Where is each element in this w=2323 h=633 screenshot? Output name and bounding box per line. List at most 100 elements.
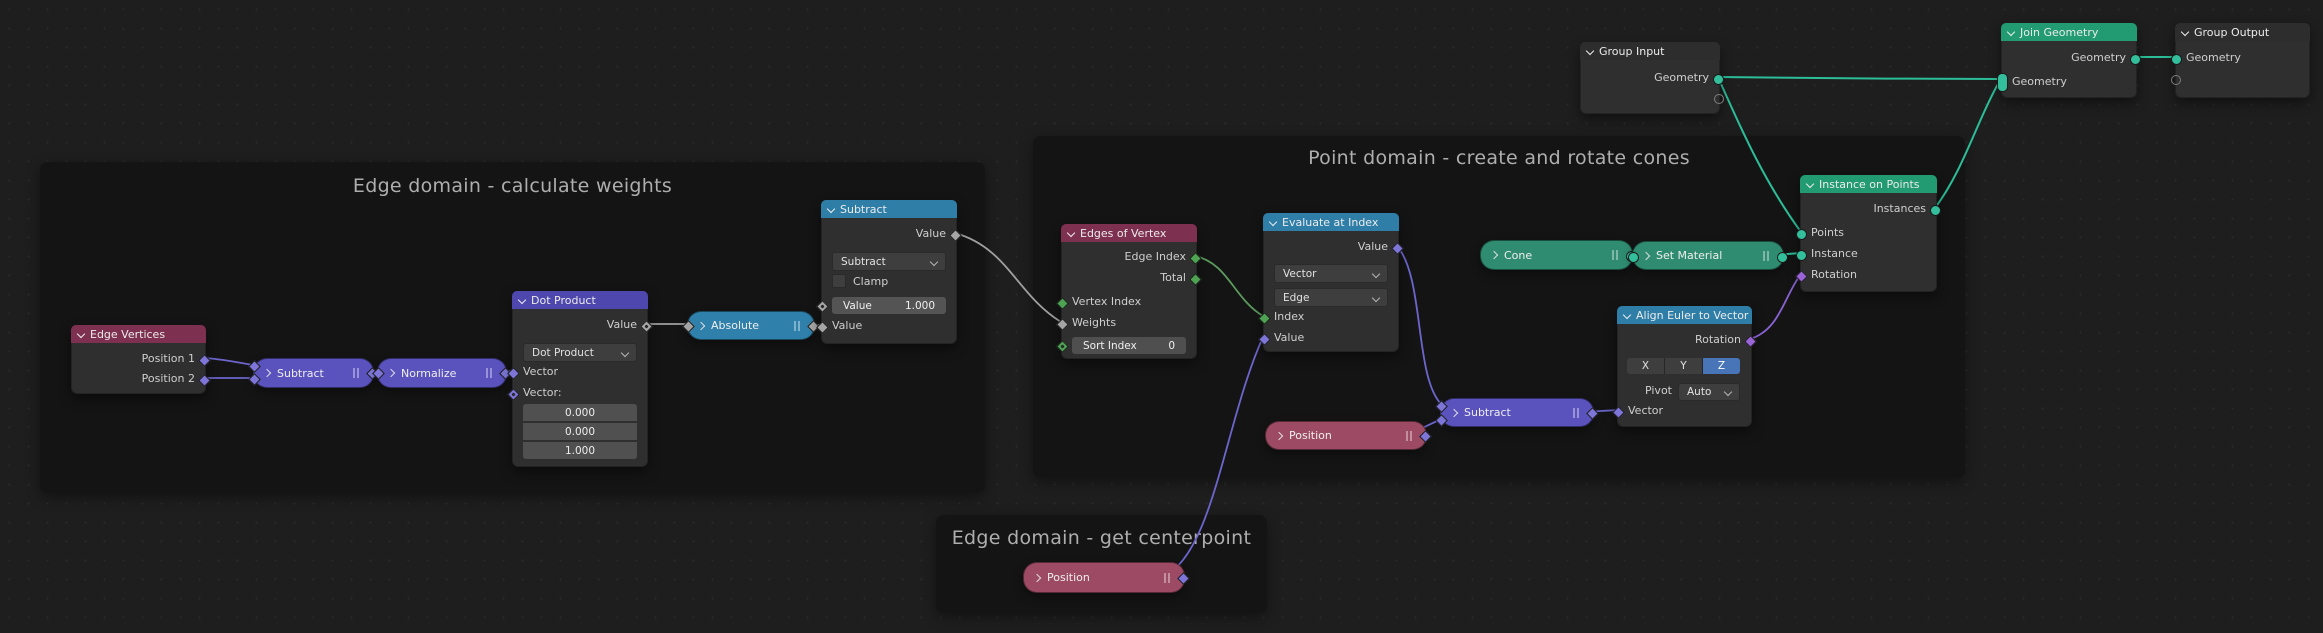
- collapse-chevron-icon[interactable]: [517, 295, 527, 305]
- input-value-label: Value: [832, 319, 863, 332]
- node-normalize-collapsed[interactable]: Normalize: [372, 358, 512, 388]
- input-vector-b-label: Vector:: [523, 386, 562, 399]
- socket-virtual-output[interactable]: [1714, 94, 1724, 104]
- node-title: Normalize: [401, 366, 457, 380]
- frame-title: Edge domain - get centerpoint: [951, 527, 1252, 549]
- pivot-dropdown[interactable]: Auto: [1678, 383, 1740, 401]
- expand-icon[interactable]: [1274, 431, 1284, 440]
- node-dot-product[interactable]: Dot Product Value Dot Product Vector Vec…: [507, 291, 653, 467]
- expand-icon[interactable]: [1641, 251, 1651, 260]
- data-type-value: Vector: [1283, 267, 1317, 280]
- socket-geometry-multi-input[interactable]: [1997, 73, 2008, 92]
- wire-groupinput-points: [1717, 76, 1802, 233]
- frame-edge-center[interactable]: Edge domain - get centerpoint: [936, 515, 1267, 613]
- node-title: Position: [1047, 571, 1090, 584]
- node-join-geometry[interactable]: Join Geometry Geometry Geometry: [1997, 23, 2141, 98]
- chevron-down-icon: [620, 348, 630, 357]
- node-position-edge-collapsed[interactable]: Position: [1023, 562, 1190, 593]
- node-group-input[interactable]: Group Input Geometry: [1580, 42, 1724, 114]
- pivot-value: Auto: [1687, 386, 1712, 398]
- node-title: Subtract: [1464, 406, 1511, 419]
- node-set-material-collapsed[interactable]: Set Material: [1628, 241, 1788, 270]
- vector-y-field[interactable]: 0.000: [523, 423, 637, 440]
- node-edges-of-vertex[interactable]: Edges of Vertex Edge Index Total Vertex …: [1056, 224, 1202, 359]
- axis-y-button[interactable]: Y: [1665, 358, 1702, 374]
- wire-evaluate-subtract: [1396, 245, 1443, 406]
- hidden-sockets-indicator: [486, 368, 488, 378]
- wire-position-evaluate: [1162, 336, 1264, 578]
- input-vector-label: Vector: [1628, 404, 1664, 417]
- hidden-sockets-indicator: [353, 368, 355, 378]
- collapse-chevron-icon[interactable]: [1066, 228, 1076, 238]
- axis-x-button[interactable]: X: [1627, 358, 1664, 374]
- socket-geometry-input[interactable]: [1628, 251, 1639, 263]
- node-header[interactable]: Align Euler to Vector: [1617, 306, 1752, 324]
- node-instance-on-points[interactable]: Instance on Points Instances Points Inst…: [1795, 175, 1941, 292]
- socket-virtual-input[interactable]: [2171, 75, 2181, 85]
- socket-geometry-output[interactable]: [1713, 73, 1724, 85]
- vector-x-field[interactable]: 0.000: [523, 404, 637, 421]
- expand-icon[interactable]: [262, 368, 272, 378]
- output-edge-index-label: Edge Index: [1124, 250, 1186, 263]
- collapse-chevron-icon[interactable]: [1585, 46, 1595, 56]
- collapse-chevron-icon[interactable]: [1622, 310, 1632, 320]
- node-title: Subtract: [277, 366, 324, 380]
- expand-icon[interactable]: [1449, 408, 1459, 417]
- node-subtract-vector-2-collapsed[interactable]: Subtract: [1435, 398, 1599, 427]
- node-absolute-collapsed[interactable]: Absolute: [682, 311, 820, 340]
- wire-subtract-weights: [954, 232, 1062, 323]
- vector-z-field[interactable]: 1.000: [523, 442, 637, 459]
- node-header[interactable]: Edges of Vertex: [1061, 224, 1197, 242]
- collapse-chevron-icon[interactable]: [1268, 217, 1278, 227]
- node-header[interactable]: Group Input: [1580, 42, 1720, 60]
- node-header[interactable]: Edge Vertices: [71, 325, 206, 343]
- operation-dropdown[interactable]: Subtract: [832, 252, 946, 271]
- expand-icon[interactable]: [1489, 250, 1499, 260]
- domain-dropdown[interactable]: Edge: [1274, 288, 1388, 307]
- socket-geometry-output[interactable]: [2130, 53, 2141, 65]
- socket-points-input[interactable]: [1796, 228, 1807, 240]
- hidden-sockets-indicator: [1763, 250, 1765, 261]
- node-header[interactable]: Subtract: [821, 200, 957, 218]
- expand-icon[interactable]: [1032, 573, 1042, 582]
- node-header[interactable]: Evaluate at Index: [1263, 213, 1399, 231]
- collapse-chevron-icon[interactable]: [2006, 27, 2016, 37]
- collapse-chevron-icon[interactable]: [826, 204, 836, 214]
- node-title: Dot Product: [531, 293, 596, 307]
- node-group-output[interactable]: Group Output Geometry: [2171, 23, 2310, 98]
- socket-instances-output[interactable]: [1930, 204, 1941, 216]
- node-align-euler-to-vector[interactable]: Align Euler to Vector Rotation X Y Z Piv…: [1612, 306, 1757, 427]
- axis-z-button[interactable]: Z: [1703, 358, 1740, 374]
- node-cone-collapsed[interactable]: Cone: [1480, 240, 1637, 270]
- collapse-chevron-icon[interactable]: [2180, 27, 2190, 37]
- node-position-collapsed[interactable]: Position: [1265, 421, 1432, 450]
- node-header[interactable]: Group Output: [2175, 23, 2310, 41]
- expand-icon[interactable]: [696, 321, 706, 330]
- node-edge-vertices[interactable]: Edge Vertices Position 1 Position 2: [71, 325, 211, 394]
- collapse-chevron-icon[interactable]: [76, 329, 86, 339]
- node-title: Group Output: [2194, 25, 2270, 39]
- clamp-checkbox[interactable]: [832, 274, 846, 288]
- socket-instance-input[interactable]: [1796, 249, 1807, 261]
- collapse-chevron-icon[interactable]: [1805, 179, 1815, 189]
- node-header[interactable]: Join Geometry: [2001, 23, 2137, 41]
- socket-geometry-output[interactable]: [1777, 251, 1788, 263]
- data-type-dropdown[interactable]: Vector: [1274, 264, 1388, 283]
- input-vertex-index-label: Vertex Index: [1072, 295, 1142, 308]
- node-title: Evaluate at Index: [1282, 215, 1379, 229]
- node-title: Cone: [1504, 248, 1533, 262]
- chevron-down-icon: [1723, 387, 1733, 397]
- socket-geometry-input[interactable]: [2171, 53, 2182, 65]
- operation-dropdown[interactable]: Dot Product: [523, 343, 637, 362]
- hidden-sockets-indicator: [1406, 430, 1408, 441]
- clamp-label: Clamp: [853, 274, 889, 288]
- node-header[interactable]: Dot Product: [512, 291, 648, 309]
- node-evaluate-at-index[interactable]: Evaluate at Index Value Vector Edge Inde…: [1258, 213, 1404, 352]
- node-header[interactable]: Instance on Points: [1800, 175, 1937, 193]
- expand-icon[interactable]: [386, 368, 396, 378]
- node-subtract-vector-collapsed[interactable]: Subtract: [248, 358, 379, 388]
